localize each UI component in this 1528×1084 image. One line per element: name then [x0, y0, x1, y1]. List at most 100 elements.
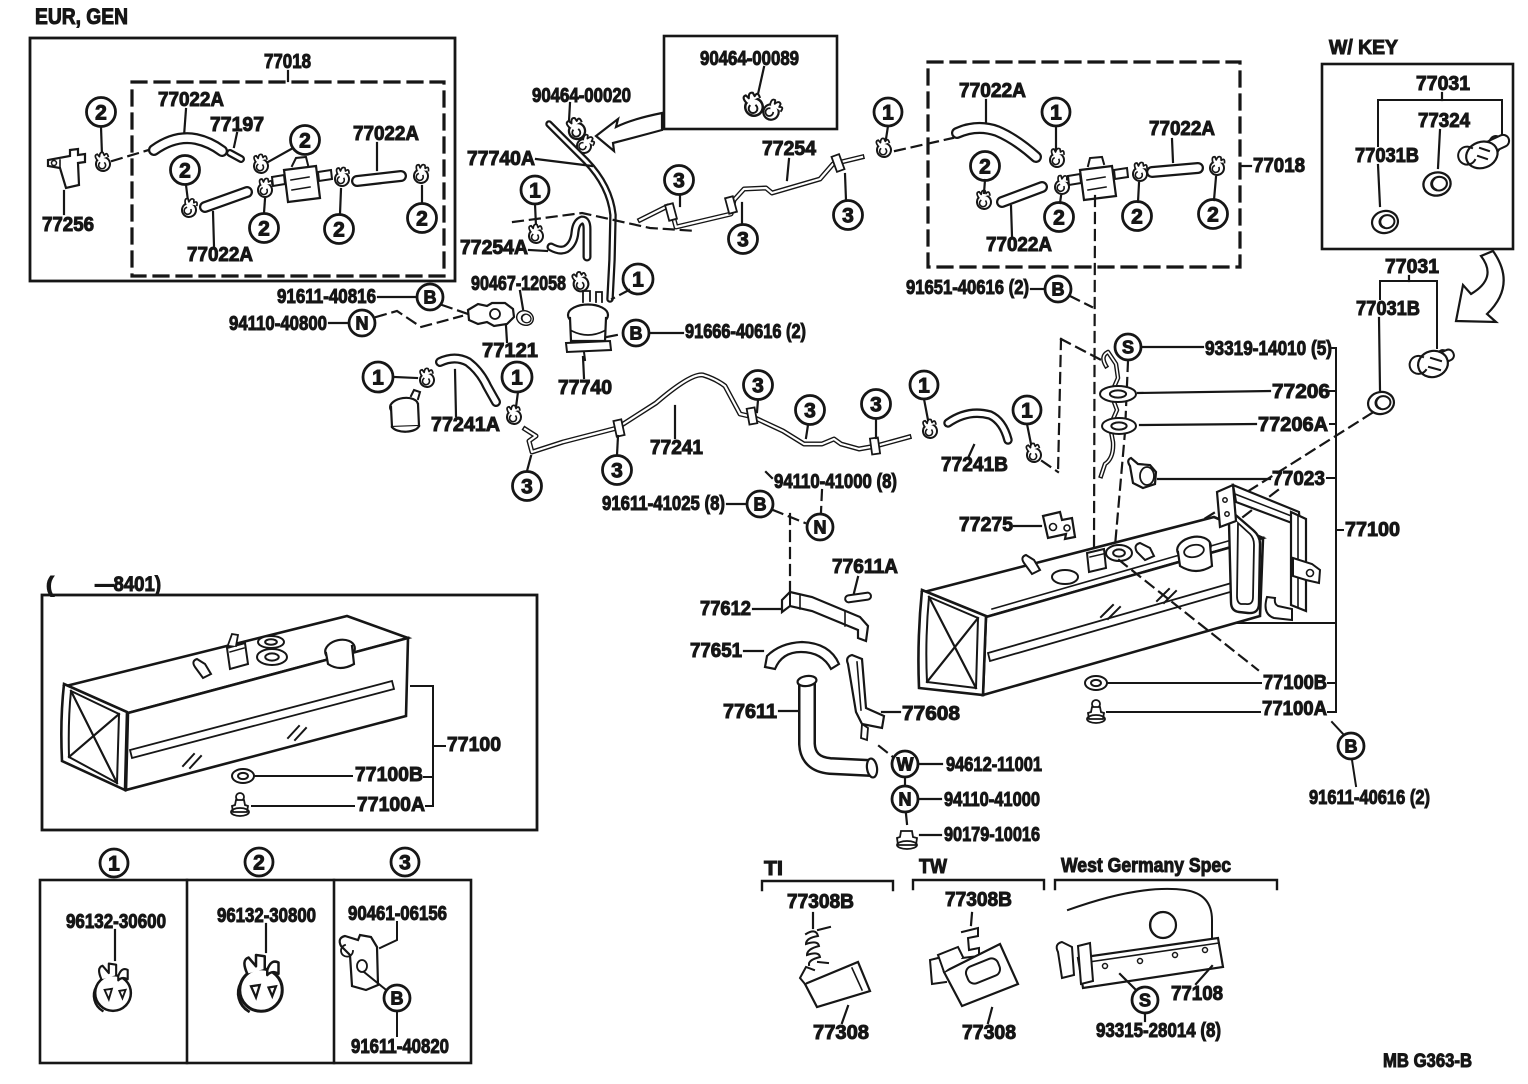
svg-text:77100B: 77100B [1263, 672, 1327, 694]
svg-text:2: 2 [416, 208, 428, 231]
svg-text:91666-40616 (2): 91666-40616 (2) [685, 321, 806, 343]
svg-text:3: 3 [870, 394, 882, 417]
svg-text:91611-41025 (8): 91611-41025 (8) [602, 493, 725, 515]
svg-text:3: 3 [399, 852, 411, 875]
svg-text:77100: 77100 [447, 734, 501, 756]
svg-text:77022A: 77022A [187, 244, 253, 266]
svg-text:1: 1 [632, 269, 644, 292]
svg-text:91611-40816: 91611-40816 [277, 286, 376, 308]
svg-text:77308B: 77308B [787, 891, 854, 913]
svg-text:TI: TI [764, 858, 783, 880]
svg-text:77308: 77308 [962, 1022, 1016, 1044]
svg-text:94110-40800: 94110-40800 [229, 313, 327, 335]
svg-text:77031: 77031 [1416, 73, 1470, 95]
svg-text:3: 3 [842, 205, 854, 228]
svg-text:2: 2 [299, 130, 311, 153]
svg-text:77275: 77275 [959, 514, 1013, 536]
svg-text:West Germany Spec: West Germany Spec [1061, 855, 1231, 877]
svg-text:96132-30600: 96132-30600 [66, 911, 166, 933]
svg-text:77023: 77023 [1272, 468, 1325, 490]
svg-text:3: 3 [673, 170, 685, 193]
svg-text:S: S [1122, 338, 1134, 358]
svg-text:77651: 77651 [690, 640, 742, 662]
svg-text:77022A: 77022A [959, 80, 1026, 102]
svg-text:MB G363-B: MB G363-B [1383, 1051, 1472, 1072]
svg-text:B: B [391, 989, 404, 1009]
svg-text:77022A: 77022A [986, 234, 1052, 256]
svg-text:91611-40616 (2): 91611-40616 (2) [1309, 787, 1430, 809]
svg-text:90179-10016: 90179-10016 [944, 824, 1040, 846]
svg-text:N: N [814, 518, 827, 538]
svg-text:90467-12058: 90467-12058 [471, 273, 566, 295]
svg-text:77100A: 77100A [357, 794, 425, 816]
svg-text:(: ( [46, 572, 55, 597]
svg-text:77308B: 77308B [945, 889, 1012, 911]
svg-text:77018: 77018 [264, 51, 311, 73]
svg-text:77324: 77324 [1418, 110, 1471, 132]
svg-text:77612: 77612 [700, 598, 751, 620]
svg-text:77022A: 77022A [1149, 118, 1215, 140]
svg-text:2: 2 [1131, 206, 1143, 229]
svg-text:77611A: 77611A [832, 556, 898, 578]
svg-text:93319-14010 (5): 93319-14010 (5) [1205, 338, 1332, 360]
svg-text:B: B [1052, 280, 1065, 300]
svg-text:77022A: 77022A [353, 123, 419, 145]
svg-text:1: 1 [1021, 400, 1033, 423]
svg-text:3: 3 [804, 400, 816, 423]
svg-text:TW: TW [919, 856, 947, 878]
svg-text:77100B: 77100B [355, 764, 423, 786]
svg-text:B: B [1345, 737, 1358, 757]
svg-text:2: 2 [333, 219, 345, 242]
svg-text:1: 1 [372, 367, 384, 390]
svg-text:77256: 77256 [42, 214, 94, 236]
svg-text:2: 2 [258, 218, 270, 241]
svg-text:77108: 77108 [1171, 983, 1223, 1005]
svg-text:S: S [1139, 991, 1151, 1011]
svg-text:77241A: 77241A [431, 414, 500, 436]
svg-text:1: 1 [882, 102, 894, 125]
svg-text:96132-30800: 96132-30800 [217, 905, 316, 927]
svg-text:3: 3 [737, 229, 749, 252]
svg-text:3: 3 [611, 460, 623, 483]
svg-text:77031B: 77031B [1356, 298, 1420, 320]
svg-text:3: 3 [521, 476, 533, 499]
svg-text:1: 1 [108, 853, 120, 876]
svg-text:77241B: 77241B [941, 454, 1008, 476]
svg-text:1: 1 [918, 375, 930, 398]
svg-text:1: 1 [529, 180, 541, 203]
svg-text:91651-40616 (2): 91651-40616 (2) [906, 277, 1029, 299]
svg-text:N: N [899, 790, 912, 810]
svg-text:77121: 77121 [482, 340, 538, 362]
svg-text:77031: 77031 [1385, 256, 1439, 278]
svg-text:93315-28014 (8): 93315-28014 (8) [1096, 1020, 1221, 1042]
svg-text:N: N [356, 314, 369, 334]
svg-text:90464-00089: 90464-00089 [700, 48, 799, 70]
svg-text:77608: 77608 [902, 703, 960, 725]
svg-text:2: 2 [979, 156, 991, 179]
svg-text:B: B [754, 495, 767, 515]
svg-text:77308: 77308 [813, 1022, 869, 1044]
svg-text:77100: 77100 [1345, 519, 1400, 541]
svg-text:91611-40820: 91611-40820 [351, 1036, 449, 1058]
svg-text:77018: 77018 [1253, 155, 1305, 177]
svg-text:77740A: 77740A [467, 148, 535, 170]
svg-text:77100A: 77100A [1262, 698, 1327, 720]
svg-text:W/ KEY: W/ KEY [1329, 37, 1399, 59]
svg-text:1: 1 [1050, 102, 1062, 125]
svg-text:B: B [424, 288, 437, 308]
svg-text:2: 2 [1207, 204, 1219, 227]
svg-text:77197: 77197 [210, 114, 264, 136]
svg-text:—8401): —8401) [95, 573, 161, 596]
svg-text:2: 2 [253, 852, 265, 875]
svg-text:94110-41000: 94110-41000 [944, 789, 1040, 811]
svg-text:77254: 77254 [762, 138, 817, 160]
svg-text:77031B: 77031B [1355, 145, 1419, 167]
svg-text:2: 2 [1053, 207, 1065, 230]
svg-text:77740: 77740 [558, 377, 612, 399]
svg-text:77611: 77611 [723, 701, 777, 723]
svg-text:2: 2 [95, 102, 107, 125]
svg-text:77022A: 77022A [158, 89, 224, 111]
svg-text:77254A: 77254A [460, 237, 528, 259]
svg-text:94110-41000 (8): 94110-41000 (8) [774, 471, 897, 493]
svg-text:1: 1 [511, 367, 523, 390]
